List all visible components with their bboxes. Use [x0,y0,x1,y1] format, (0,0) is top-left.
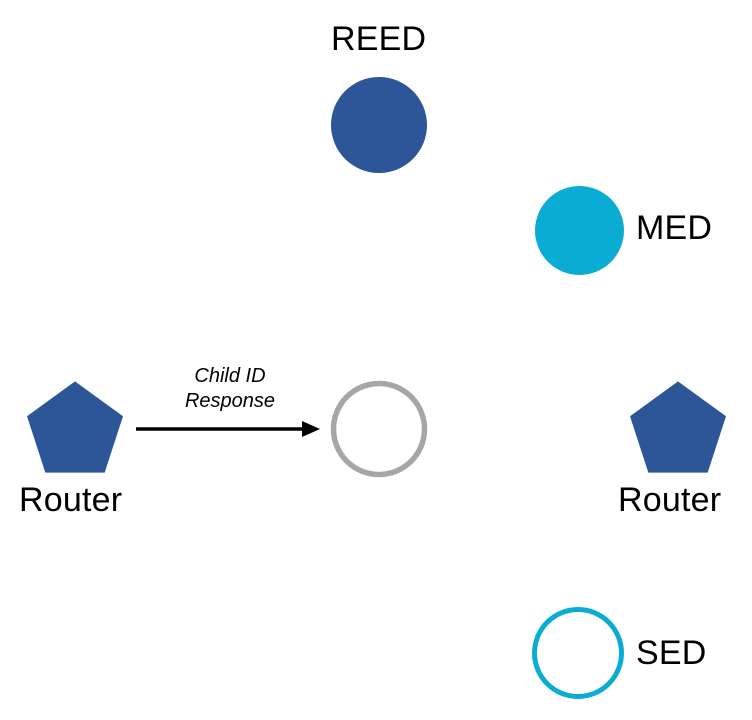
edge-label-line-1: Child ID [194,365,266,387]
node-sed-circle[interactable] [532,607,624,699]
edge-label-line-2: Response [184,390,276,412]
reed-filled-circle-icon [331,77,427,173]
node-label-sed: SED [636,634,707,672]
node-router-left-pentagon[interactable] [27,381,123,473]
edge-label-child-id-response: Child ID Response [170,364,290,414]
node-label-router-left: Router [19,481,123,519]
node-med-circle[interactable] [535,186,624,275]
arrow-right-icon [136,421,320,437]
med-filled-circle-icon [535,186,624,275]
node-center-unassigned-circle[interactable] [329,379,429,479]
unassigned-outline-circle-icon [330,380,428,478]
edge-child-id-response-arrow [130,412,325,446]
sed-outline-circle-icon [532,607,624,699]
router-right-pentagon-icon [630,381,726,473]
node-router-right-pentagon[interactable] [630,381,726,473]
node-label-reed: REED [331,20,427,58]
node-reed-circle[interactable] [331,77,427,173]
node-label-med: MED [636,209,713,247]
node-label-router-right: Router [618,481,722,519]
router-left-pentagon-icon [27,381,123,473]
